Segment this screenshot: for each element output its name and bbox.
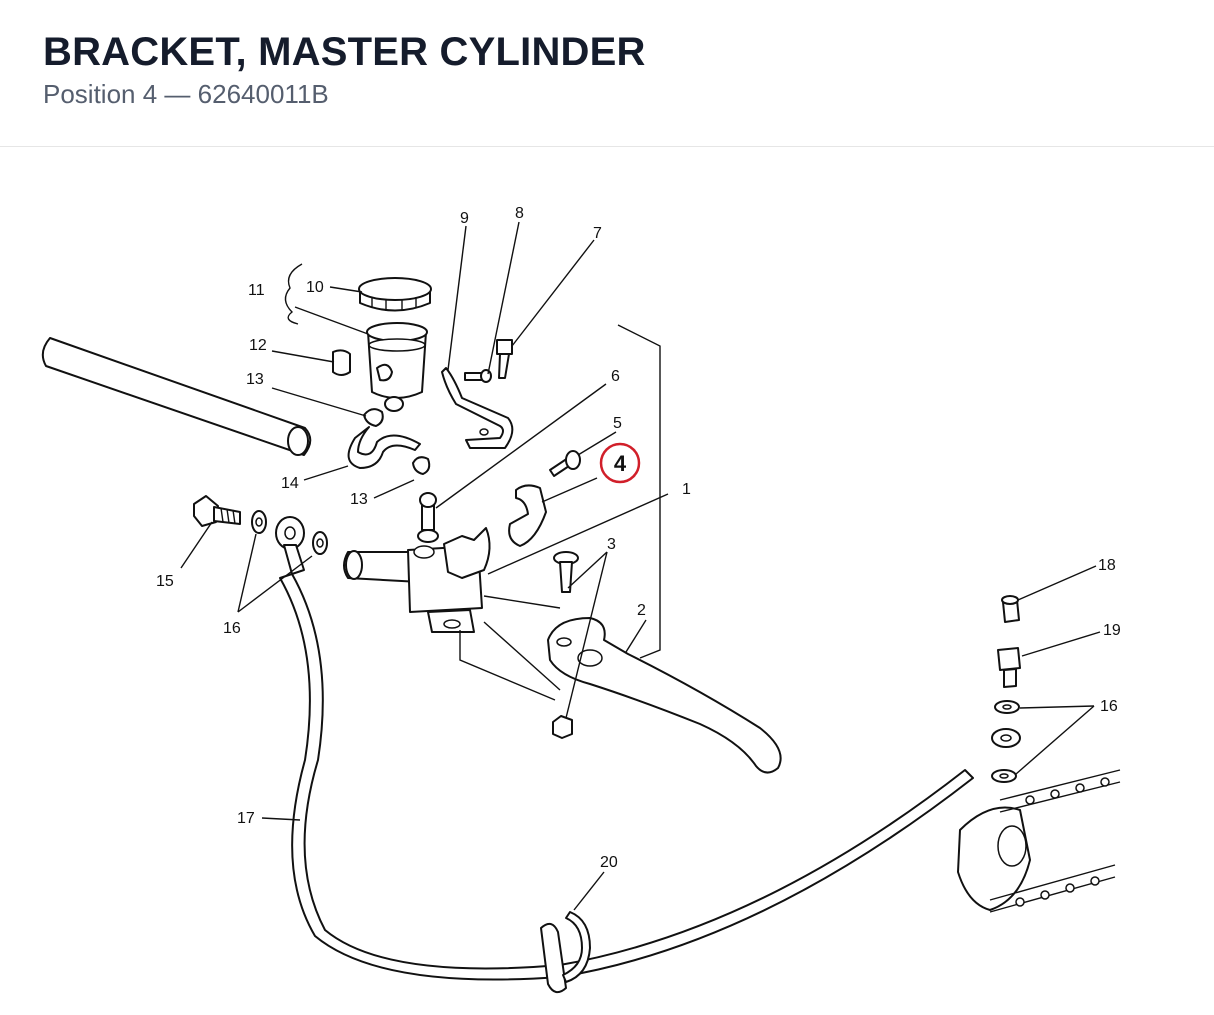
callout-3[interactable]: 3 bbox=[607, 536, 616, 553]
reservoir-bolt[interactable] bbox=[496, 339, 513, 379]
subtitle-separator: — bbox=[164, 79, 191, 109]
banjo-bolt[interactable] bbox=[193, 495, 241, 527]
hose-clamp-lower[interactable] bbox=[412, 456, 431, 475]
grommet[interactable] bbox=[332, 349, 351, 376]
bleed-valve[interactable] bbox=[1001, 595, 1020, 623]
callout-2[interactable]: 2 bbox=[637, 602, 646, 619]
position-label: Position 4 bbox=[43, 79, 158, 109]
lever-pivot-bolt[interactable] bbox=[553, 551, 579, 593]
callout-18[interactable]: 18 bbox=[1098, 557, 1116, 574]
caliper-washer-b[interactable] bbox=[991, 769, 1017, 783]
clamp-screw[interactable] bbox=[549, 450, 581, 477]
leader-lines bbox=[180, 221, 1101, 911]
lever-bracket-clamp[interactable] bbox=[443, 527, 491, 579]
callout-5[interactable]: 5 bbox=[613, 415, 622, 432]
caliper-assembly bbox=[957, 769, 1121, 913]
brake-hose[interactable] bbox=[279, 573, 974, 981]
callout-13-upper[interactable]: 13 bbox=[246, 371, 264, 388]
crush-washer-a[interactable] bbox=[251, 510, 267, 534]
callout-16-left[interactable]: 16 bbox=[223, 620, 241, 637]
exploded-parts-diagram: 9 8 7 10 11 12 13 14 13 6 5 1 3 2 15 16 … bbox=[0, 148, 1214, 1010]
page-subtitle: Position 4 — 62640011B bbox=[43, 79, 329, 110]
caliper-banjo[interactable] bbox=[991, 728, 1021, 748]
callout-16-right[interactable]: 16 bbox=[1100, 698, 1118, 715]
callout-7[interactable]: 7 bbox=[593, 225, 602, 242]
callout-15[interactable]: 15 bbox=[156, 573, 174, 590]
callout-20[interactable]: 20 bbox=[600, 854, 618, 871]
reservoir-bracket[interactable] bbox=[441, 367, 514, 449]
fluid-reservoir[interactable] bbox=[366, 322, 428, 412]
caliper-washer-a[interactable] bbox=[994, 700, 1020, 714]
lever-pivot-nut[interactable] bbox=[552, 715, 573, 739]
brake-lever[interactable] bbox=[547, 617, 782, 774]
callout-10[interactable]: 10 bbox=[306, 279, 324, 296]
part-number: 62640011B bbox=[197, 79, 329, 109]
bracket-screw[interactable] bbox=[464, 369, 492, 383]
clamp-cap[interactable] bbox=[508, 484, 547, 547]
page-title: BRACKET, MASTER CYLINDER bbox=[43, 30, 646, 74]
callout-19[interactable]: 19 bbox=[1103, 622, 1121, 639]
banjo-fitting[interactable] bbox=[275, 516, 305, 575]
hose-clamp-upper[interactable] bbox=[363, 408, 384, 427]
reservoir-fitting[interactable] bbox=[417, 492, 439, 543]
callout-12[interactable]: 12 bbox=[249, 337, 267, 354]
callout-11[interactable]: 11 bbox=[248, 282, 265, 299]
reservoir-cap[interactable] bbox=[358, 277, 432, 312]
callout-9[interactable]: 9 bbox=[460, 210, 469, 227]
callout-labels: 9 8 7 10 11 12 13 14 13 6 5 1 3 2 15 16 … bbox=[156, 205, 1121, 871]
callout-4: 4 bbox=[614, 451, 627, 476]
callout-13-lower[interactable]: 13 bbox=[350, 491, 368, 508]
callout-14[interactable]: 14 bbox=[281, 475, 299, 492]
highlight-ring bbox=[599, 442, 641, 484]
page-header: BRACKET, MASTER CYLINDER Position 4 — 62… bbox=[0, 0, 1214, 147]
crush-washer-b[interactable] bbox=[312, 531, 328, 555]
handlebar bbox=[41, 337, 312, 456]
hose-guide[interactable] bbox=[540, 911, 591, 994]
callout-8[interactable]: 8 bbox=[515, 205, 524, 222]
callout-1[interactable]: 1 bbox=[682, 481, 691, 498]
caliper-banjo-bolt[interactable] bbox=[997, 647, 1021, 688]
callout-17[interactable]: 17 bbox=[237, 810, 255, 827]
callout-4-highlight[interactable]: 4 bbox=[599, 442, 641, 484]
reservoir-hose[interactable] bbox=[347, 426, 421, 469]
callout-6[interactable]: 6 bbox=[611, 368, 620, 385]
